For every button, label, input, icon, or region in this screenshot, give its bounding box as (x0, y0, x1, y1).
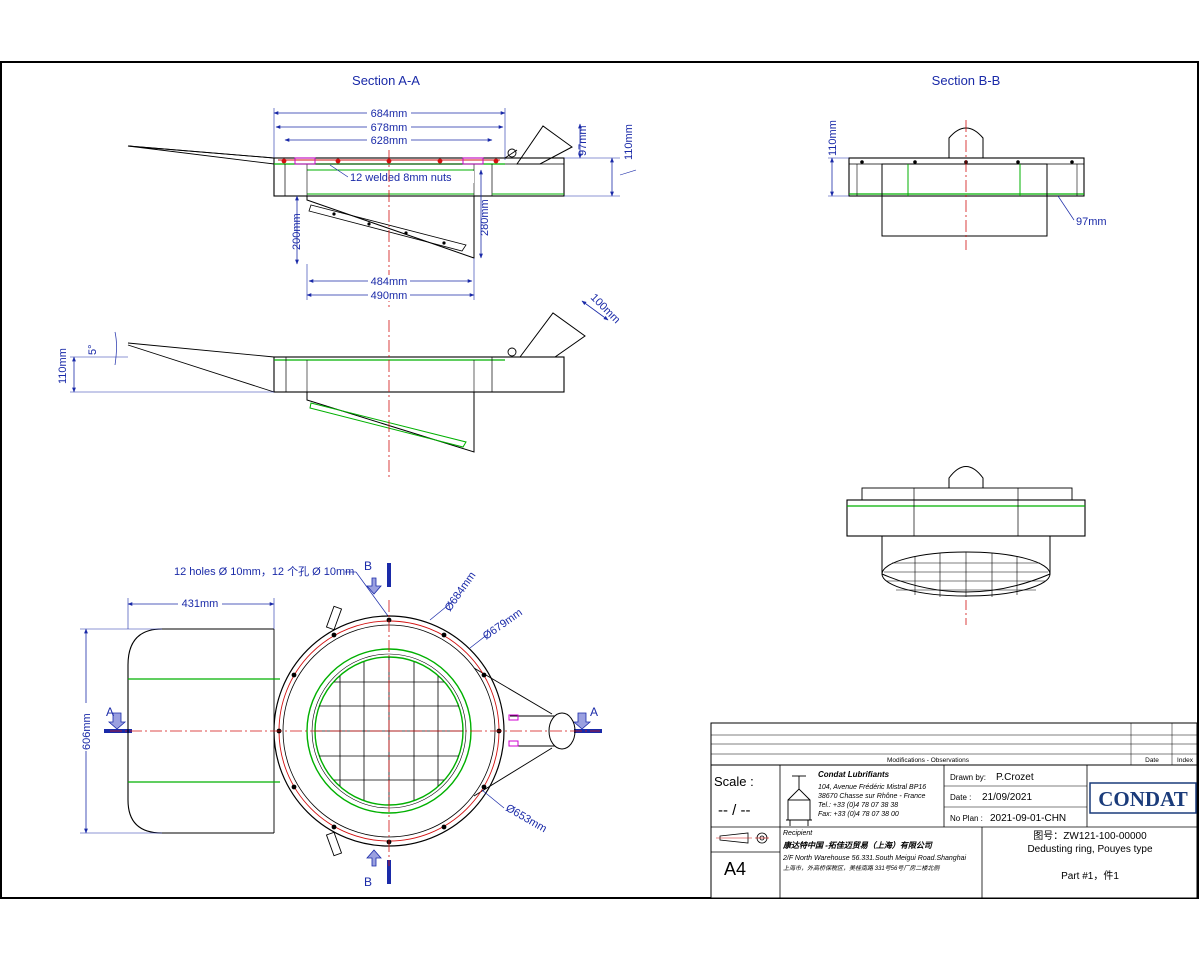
dim-110-side: 110mm (57, 348, 69, 384)
section-aa-view: Section A-A 684mm 678mm 628mm (127, 73, 637, 310)
recipient-name: 康达特中国 -拓佳迈贸易（上海）有限公司 (782, 840, 933, 850)
modifications-header: Modifications - Observations (887, 757, 970, 764)
side-view: 100mm 5° 110mm (57, 292, 622, 480)
company-name: Condat Lubrifiants (818, 770, 890, 779)
projection-symbol-icon (716, 832, 769, 844)
dim-684: 684mm (371, 108, 408, 120)
recipient-label: Recipient (783, 830, 813, 837)
dim-200: 200mm (291, 213, 303, 250)
scale-value: -- / -- (718, 802, 750, 819)
date-header: Date (1145, 757, 1159, 764)
dim-628: 628mm (371, 135, 408, 147)
paper-format: A4 (724, 859, 746, 879)
deflector-fin (127, 145, 275, 165)
iso-view (846, 466, 1086, 625)
dim-97-top: 97mm (577, 125, 589, 156)
hopper (306, 196, 475, 259)
drawing-number: 图号：ZW121-100-00000 (1033, 830, 1147, 842)
date-value: 21/09/2021 (982, 792, 1032, 803)
dim-110-bb: 110mm (827, 120, 839, 156)
drawn-by-label: Drawn by: (950, 773, 986, 782)
dim-97-bb: 97mm (1076, 216, 1107, 228)
scale-label: Scale : (714, 774, 754, 789)
section-aa-title: Section A-A (352, 73, 420, 88)
company-addr2: 38670 Chasse sur Rhône - France (818, 793, 925, 800)
dim-606: 606mm (81, 713, 93, 750)
drawing-title: Dedusting ring, Pouyes type (1027, 844, 1153, 855)
company-addr1: 104, Avenue Frédéric Mistral BP16 (818, 784, 926, 791)
dim-280: 280mm (479, 199, 491, 236)
company-fax: Fax: +33 (0)4 78 07 38 00 (818, 811, 899, 818)
recipient-addr-cn: 上海市，外高桥保税区，美桂南路 331号56号厂房二楼北侧 (783, 864, 940, 872)
index-header: Index (1177, 757, 1194, 764)
drawn-by-value: P.Crozet (996, 772, 1034, 783)
section-bb-title: Section B-B (932, 73, 1001, 88)
dim-dia653: Ø653mm (504, 802, 549, 835)
noplan-label: No Plan : (950, 814, 983, 823)
company-tel: Tel.: +33 (0)4 78 07 38 38 (818, 802, 898, 809)
dim-dia684: Ø684mm (443, 570, 479, 614)
section-bb-view: Section B-B 110mm 97mm (827, 73, 1107, 250)
dim-484: 484mm (371, 276, 408, 288)
marker-b-top: B (364, 559, 372, 573)
dim-431: 431mm (182, 598, 219, 610)
holes-callout: 12 holes Ø 10mm，12 个孔 Ø 10mm (174, 565, 354, 578)
dim-490: 490mm (371, 290, 408, 302)
plan-view: 12 holes Ø 10mm，12 个孔 Ø 10mm B B A A 431… (79, 559, 602, 889)
factory-tank-icon (786, 775, 812, 826)
marker-a-left: A (106, 705, 114, 719)
dim-5deg: 5° (87, 344, 99, 355)
noplan-value: 2021-09-01-CHN (990, 813, 1066, 824)
condat-logo: CONDAT (1098, 787, 1187, 811)
marker-b-bottom: B (364, 875, 372, 889)
title-block: Modifications - Observations Date Index … (710, 722, 1198, 899)
nuts-callout: 12 welded 8mm nuts (350, 172, 452, 184)
marker-a-right: A (590, 705, 598, 719)
drawing-frame (0, 61, 1199, 899)
dim-dia679: Ø679mm (481, 607, 525, 643)
dim-678: 678mm (371, 122, 408, 134)
dim-110-top: 110mm (623, 124, 635, 160)
recipient-addr: 2/F North Warehouse 56.331.South Meigui … (782, 855, 966, 862)
date-label: Date : (950, 793, 971, 802)
part-number: Part #1，件1 (1061, 870, 1119, 882)
